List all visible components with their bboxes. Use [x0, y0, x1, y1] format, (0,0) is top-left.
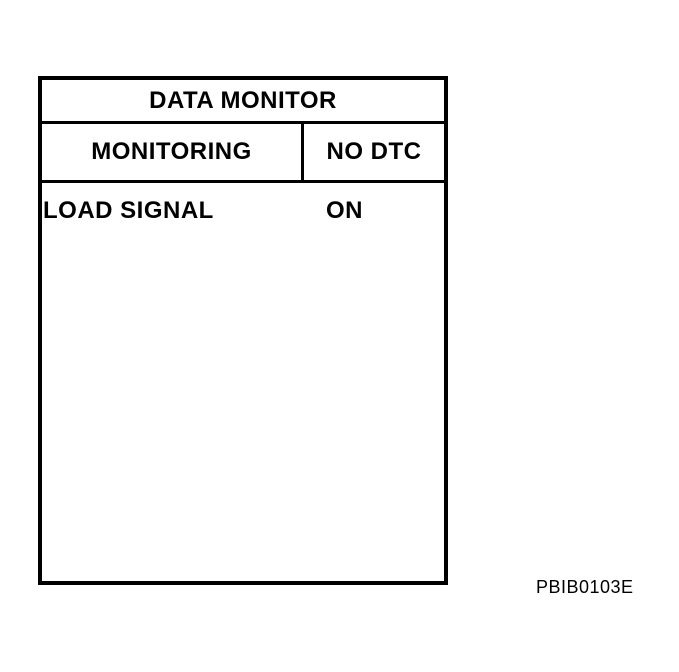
figure-code: PBIB0103E	[536, 577, 634, 597]
data-monitor-title: DATA MONITOR	[42, 80, 444, 124]
monitor-body: LOAD SIGNAL ON	[42, 183, 444, 581]
parameter-value: ON	[326, 197, 363, 224]
table-row: LOAD SIGNAL ON	[43, 198, 444, 224]
parameter-label: LOAD SIGNAL	[43, 197, 214, 224]
monitor-header-row: MONITORING NO DTC	[42, 124, 444, 183]
data-monitor-screen: DATA MONITOR MONITORING NO DTC LOAD SIGN…	[38, 76, 448, 585]
monitoring-header-cell: MONITORING	[42, 124, 304, 180]
dtc-status-cell: NO DTC	[326, 138, 422, 165]
